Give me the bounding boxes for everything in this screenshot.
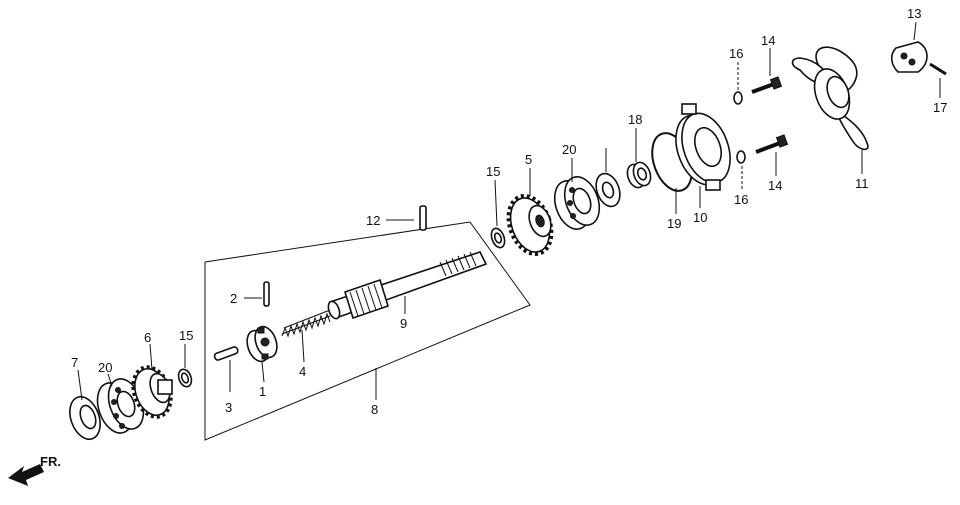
callout-14-lower: 14 [768, 178, 782, 193]
part-17-cotter-pin [929, 62, 947, 76]
callout-19: 19 [667, 216, 681, 231]
callout-1: 1 [259, 384, 266, 399]
washer-unnumbered [595, 172, 621, 208]
callout-3: 3 [225, 400, 232, 415]
part-15-washer-right [490, 227, 506, 249]
callout-8: 8 [371, 402, 378, 417]
part-18-bushing [626, 161, 652, 189]
callout-20-right: 20 [562, 142, 576, 157]
part-12-pin [419, 205, 427, 231]
part-2-pin [263, 281, 270, 307]
part-5-gear [506, 193, 554, 257]
part-14-bolt-lower [755, 134, 789, 154]
callout-15-left: 15 [179, 328, 193, 343]
assembly-8-outline [204, 221, 531, 441]
part-1-clutch [246, 325, 278, 363]
part-16-washer-lower [736, 150, 746, 164]
front-label: FR. [40, 454, 61, 469]
callout-2: 2 [230, 291, 237, 306]
part-11-propeller [791, 46, 869, 151]
part-14-bolt-upper [751, 76, 783, 94]
callout-17: 17 [933, 100, 947, 115]
part-7-seal [69, 395, 101, 441]
part-9-shaft [327, 251, 488, 320]
callout-18: 18 [628, 112, 642, 127]
callout-10: 10 [693, 210, 707, 225]
callout-16-lower: 16 [734, 192, 748, 207]
callout-15-right: 15 [486, 164, 500, 179]
callout-14-upper: 14 [761, 33, 775, 48]
part-4-spring [281, 309, 331, 338]
part-6-gear [131, 365, 173, 419]
callout-7: 7 [71, 355, 78, 370]
callout-9: 9 [400, 316, 407, 331]
part-10-holder [675, 103, 731, 191]
part-15-washer-left [177, 368, 193, 388]
callout-numbers: 7 20 6 15 3 1 2 4 8 9 12 15 5 20 18 19 1… [71, 6, 947, 417]
front-direction-arrow: FR. [8, 454, 61, 486]
callout-4: 4 [299, 364, 306, 379]
part-16-washer-upper [733, 91, 743, 105]
callout-16-upper: 16 [729, 46, 743, 61]
part-3-pin [213, 346, 239, 361]
callout-20-left: 20 [98, 360, 112, 375]
callout-6: 6 [144, 330, 151, 345]
callout-5: 5 [525, 152, 532, 167]
part-20-bearing-right [553, 176, 601, 230]
callout-12: 12 [366, 213, 380, 228]
callout-13: 13 [907, 6, 921, 21]
callout-11: 11 [855, 176, 869, 191]
leader-lines [77, 21, 941, 401]
part-13-cap [890, 41, 928, 73]
